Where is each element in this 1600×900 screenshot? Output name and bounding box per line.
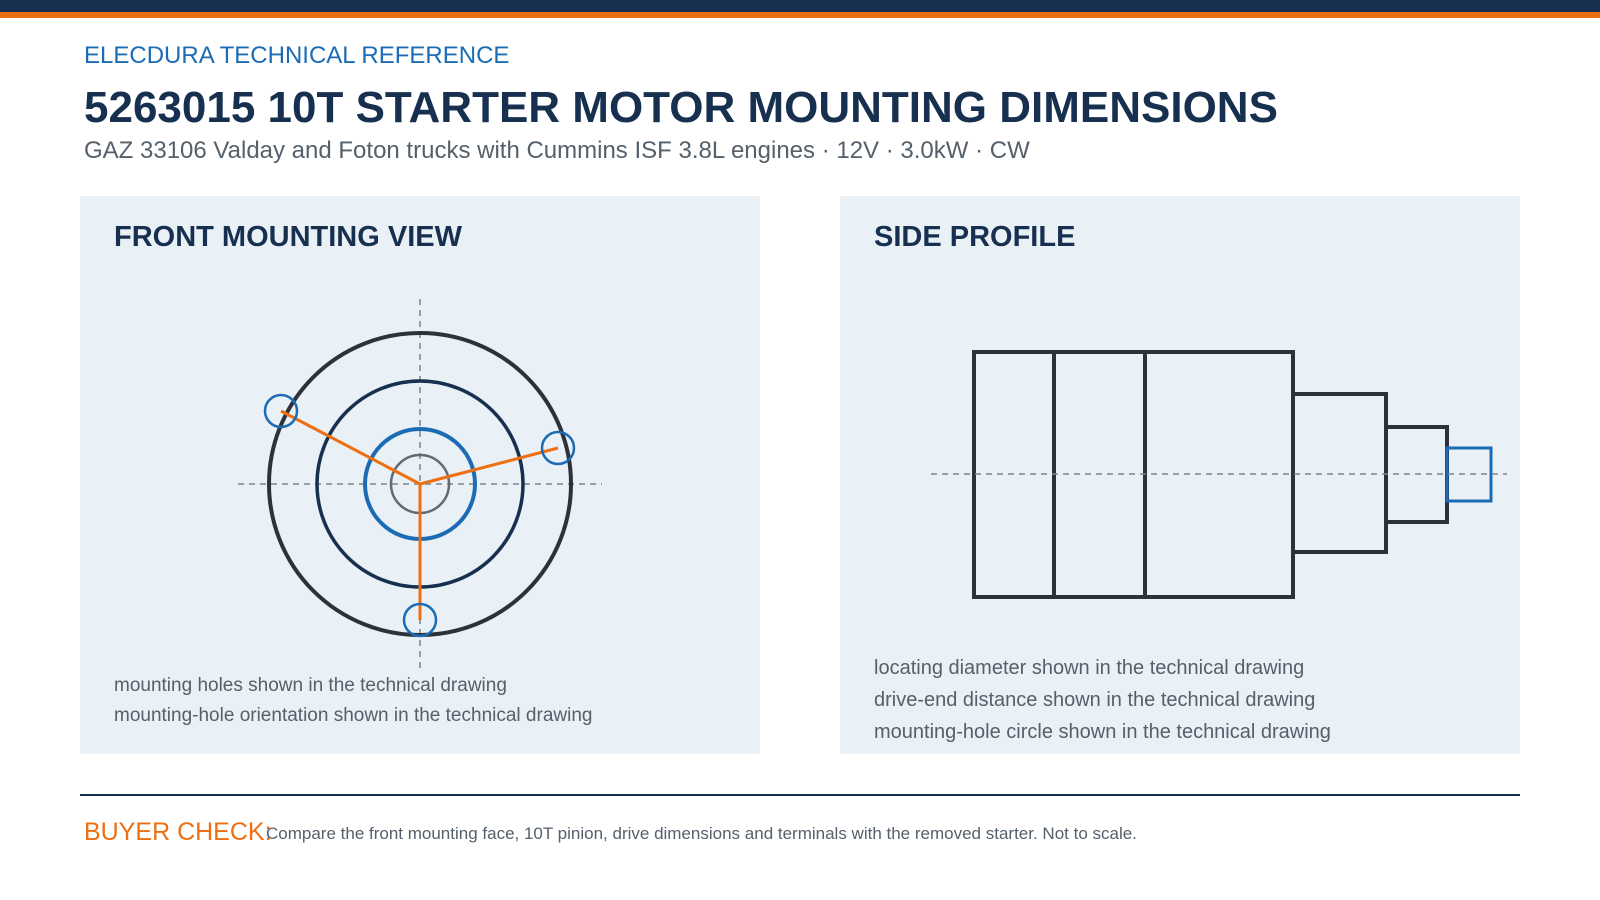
buyer-check-text: Compare the front mounting face, 10T pin… (266, 824, 1137, 843)
side-note-locating-diameter: locating diameter shown in the technical… (874, 657, 1305, 679)
page-subtitle: GAZ 33106 Valday and Foton trucks with C… (84, 137, 1030, 164)
front-view-drawing (238, 299, 602, 669)
top-accent-bar (0, 12, 1600, 18)
brand-label: ELECDURA TECHNICAL REFERENCE (84, 42, 510, 69)
page-title: 5263015 10T STARTER MOTOR MOUNTING DIMEN… (84, 83, 1278, 132)
side-note-drive-end-distance: drive-end distance shown in the technica… (874, 689, 1316, 711)
mounting-hole-left (263, 393, 299, 429)
front-view-panel: FRONT MOUNTING VIEW mounting holes shown… (80, 196, 760, 754)
footer-divider (80, 794, 1520, 796)
top-bar (0, 0, 1600, 12)
buyer-check-label: BUYER CHECK: (84, 818, 272, 846)
side-view-panel: SIDE PROFILE locating diameter shown in … (840, 196, 1520, 754)
orientation-line-left (280, 409, 421, 486)
mounting-hole-bottom (402, 602, 438, 638)
side-view-title: SIDE PROFILE (874, 221, 1076, 253)
front-note-orientation: mounting-hole orientation shown in the t… (114, 705, 593, 726)
side-note-mounting-hole-circle: mounting-hole circle shown in the techni… (874, 721, 1331, 743)
side-view-drawing (931, 350, 1507, 599)
pinion-outline (1445, 446, 1493, 503)
mounting-hole-right (540, 430, 576, 466)
front-view-title: FRONT MOUNTING VIEW (114, 221, 462, 253)
front-note-mounting-holes: mounting holes shown in the technical dr… (114, 675, 507, 696)
drive-housing-outline (1291, 392, 1388, 554)
orientation-line-right (419, 446, 559, 486)
